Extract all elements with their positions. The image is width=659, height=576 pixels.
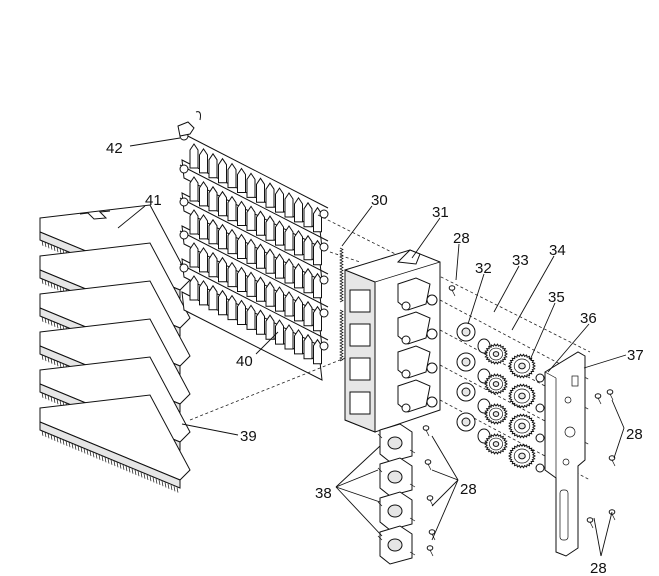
screw: [449, 286, 455, 296]
callout-34: 34: [549, 242, 566, 259]
callout-33: 33: [512, 252, 529, 269]
clutch-block: [378, 492, 415, 530]
spring-column: [340, 248, 343, 361]
screw: [425, 460, 431, 470]
guide-plate-stack: [40, 205, 190, 493]
screw: [607, 390, 613, 400]
callout-35: 35: [548, 289, 565, 306]
callout-28-top: 28: [453, 230, 470, 247]
callout-42: 42: [106, 140, 123, 157]
screw: [427, 546, 433, 556]
callout-39: 39: [240, 428, 257, 445]
main-frame: [345, 250, 440, 432]
callout-28-middle: 28: [460, 481, 477, 498]
callout-31: 31: [432, 204, 449, 221]
callout-37: 37: [627, 347, 644, 364]
roller-assembly-stack: [178, 112, 328, 380]
clutch-block: [378, 424, 415, 462]
callout-32: 32: [475, 260, 492, 277]
callout-40: 40: [236, 353, 253, 370]
screw: [427, 496, 433, 506]
callout-28-right: 28: [626, 426, 643, 443]
screw: [595, 394, 601, 404]
clutch-block: [378, 526, 415, 564]
callout-41: 41: [145, 192, 162, 209]
clutch-block: [378, 458, 415, 496]
screw: [587, 518, 593, 528]
screw: [423, 426, 429, 436]
callout-38: 38: [315, 485, 332, 502]
clutch-block-stack: [378, 424, 415, 564]
callout-28-bottom: 28: [590, 560, 607, 576]
callout-36: 36: [580, 310, 597, 327]
callout-30: 30: [371, 192, 388, 209]
side-plate: [545, 352, 585, 556]
